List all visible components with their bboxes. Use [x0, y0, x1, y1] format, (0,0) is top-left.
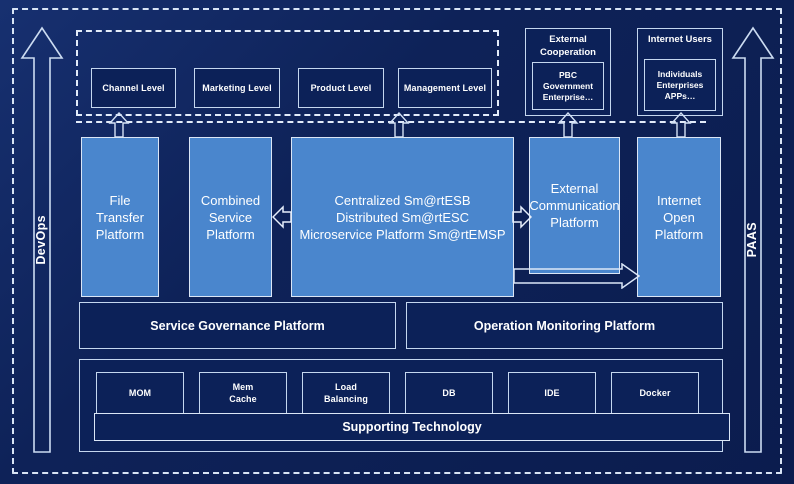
internet-users-inner[interactable]: Individuals Enterprises APPs…	[644, 59, 716, 111]
outer-boundary	[12, 8, 782, 474]
platform-line-esc: Distributed Sm@rtESC	[335, 209, 470, 225]
level-box-management[interactable]: Management Level	[398, 68, 492, 108]
technology-label: MOM	[128, 388, 152, 398]
governance-label: Operation Monitoring Platform	[473, 318, 656, 333]
platform-label: Internet Open Platform	[654, 192, 704, 242]
paas-label: PAAS	[745, 222, 759, 258]
level-box-product[interactable]: Product Level	[298, 68, 384, 108]
platform-box-file-transfer[interactable]: File Transfer Platform	[81, 137, 159, 297]
internet-users-title: Internet Users	[648, 34, 712, 45]
technology-box-mem-cache[interactable]: Mem Cache	[199, 372, 287, 414]
platform-label: External Communication Platform	[529, 181, 620, 230]
technology-box-db[interactable]: DB	[405, 372, 493, 414]
external-cooperation-inner-label: PBC Government Enterprise…	[542, 69, 594, 102]
platform-line-esb: Centralized Sm@rtESB	[334, 192, 471, 208]
technology-box-load-balancing[interactable]: Load Balancing	[302, 372, 390, 414]
technology-label: Docker	[639, 388, 671, 398]
governance-label: Service Governance Platform	[150, 318, 325, 333]
technology-box-docker[interactable]: Docker	[611, 372, 699, 414]
level-box-channel[interactable]: Channel Level	[91, 68, 176, 108]
level-box-marketing[interactable]: Marketing Level	[194, 68, 280, 108]
level-label: Management Level	[403, 83, 487, 93]
layer-divider	[76, 121, 706, 123]
technology-label: DB	[442, 388, 456, 398]
external-cooperation-inner[interactable]: PBC Government Enterprise…	[532, 62, 604, 110]
level-label: Channel Level	[102, 83, 165, 93]
platform-label: File Transfer Platform	[95, 192, 145, 242]
consumer-levels-container	[76, 30, 499, 116]
devops-arrow-icon	[20, 26, 64, 453]
internet-users-inner-label: Individuals Enterprises APPs…	[656, 68, 704, 101]
platform-box-internet-open[interactable]: Internet Open Platform	[637, 137, 721, 297]
technology-label: Mem Cache	[229, 382, 257, 404]
technology-box-mom[interactable]: MOM	[96, 372, 184, 414]
platform-line-emsp: Microservice Platform Sm@rtEMSP	[299, 226, 506, 242]
external-cooperation-title: External Cooperation	[540, 34, 596, 58]
paas-arrow-icon	[731, 26, 775, 453]
technology-label: IDE	[544, 388, 560, 398]
supporting-technology-banner[interactable]: Supporting Technology	[94, 413, 730, 441]
platform-label: Combined Service Platform	[200, 192, 261, 242]
governance-box-service-governance[interactable]: Service Governance Platform	[79, 302, 396, 349]
platform-box-external-communication[interactable]: External Communication Platform	[529, 137, 620, 274]
platform-box-esb-esc-emsp[interactable]: Centralized Sm@rtESB Distributed Sm@rtES…	[291, 137, 514, 297]
platform-box-combined-service[interactable]: Combined Service Platform	[189, 137, 272, 297]
governance-box-operation-monitoring[interactable]: Operation Monitoring Platform	[406, 302, 723, 349]
devops-label: DevOps	[34, 215, 48, 265]
technology-box-ide[interactable]: IDE	[508, 372, 596, 414]
level-label: Marketing Level	[202, 83, 272, 93]
supporting-technology-label: Supporting Technology	[342, 420, 482, 434]
level-label: Product Level	[310, 83, 372, 93]
technology-label: Load Balancing	[324, 382, 368, 404]
